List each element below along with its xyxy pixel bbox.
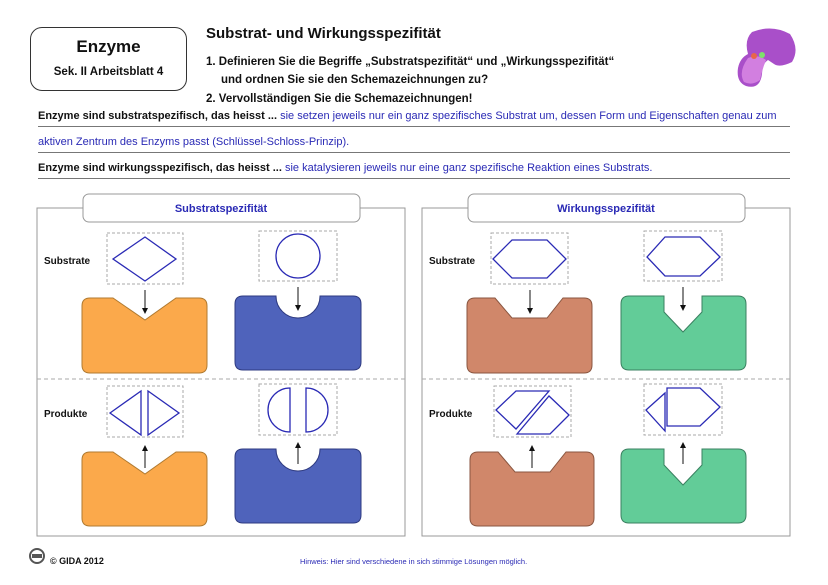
- q1-answer-cont: aktiven Zentrum des Enzyms passt (Schlüs…: [38, 136, 350, 148]
- q2-prompt: Enzyme sind wirkungsspezifisch, das heis…: [38, 162, 282, 174]
- page-title: Substrat- und Wirkungsspezifität: [206, 25, 441, 42]
- panel-title-box: [82, 193, 361, 223]
- substrate-hexagon: [646, 236, 721, 277]
- product-triangle-pentagon: [645, 387, 721, 433]
- answer-line-2: aktiven Zentrum des Enzyms passt (Schlüs…: [38, 136, 790, 153]
- product-parallelograms: [495, 390, 570, 435]
- q1-prompt: Enzyme sind substratspezifisch, das heis…: [38, 110, 278, 122]
- panel-title: Substratspezifität: [175, 203, 268, 215]
- enzyme-blue-product: [234, 448, 362, 524]
- substrate-diamond: [111, 236, 178, 282]
- substrate-hexagon: [492, 239, 567, 279]
- copyright: © GIDA 2012: [50, 556, 104, 566]
- worksheet-level: Sek. II Arbeitsblatt 4: [53, 66, 164, 78]
- label-substrate: Substrate: [44, 256, 91, 267]
- task-2: 2. Vervollständigen Sie die Schemazeichn…: [206, 93, 473, 105]
- panel-title: Wirkungsspezifität: [557, 203, 655, 215]
- product-triangles: [108, 389, 181, 437]
- task-1: 1. Definieren Sie die Begriffe „Substrat…: [206, 56, 615, 68]
- panel-substratspezifitaet: Substratspezifität Substrate Produkte: [36, 193, 406, 537]
- q2-answer: sie katalysieren jeweils nur eine ganz s…: [284, 162, 653, 174]
- enzyme-blue-substrate: [234, 295, 362, 371]
- subject-title: Enzyme: [76, 37, 141, 56]
- answer-line-3: Enzyme sind wirkungsspezifisch, das heis…: [38, 162, 790, 179]
- label-produkte: Produkte: [429, 409, 473, 420]
- worksheet-title-box: Enzyme Sek. II Arbeitsblatt 4: [30, 27, 187, 91]
- hint-text: Hinweis: Hier sind verschiedene in sich …: [300, 557, 528, 566]
- enzyme-orange-product: [81, 451, 208, 527]
- panel-title-box: [467, 193, 746, 223]
- enzyme-brown-product: [469, 451, 595, 527]
- panel-wirkungsspezifitaet: Wirkungsspezifität Substrate Produkte: [421, 193, 791, 537]
- answer-line-1: Enzyme sind substratspezifisch, das heis…: [38, 110, 790, 127]
- enzyme-brown-substrate: [466, 297, 593, 374]
- enzyme-green-substrate: [620, 295, 747, 371]
- enzyme-3d-image: [732, 24, 802, 94]
- enzyme-green-product: [620, 448, 747, 524]
- product-half-circles: [267, 387, 329, 433]
- q1-answer: sie setzen jeweils nur ein ganz spezifis…: [280, 110, 777, 122]
- enzyme-orange-substrate: [81, 297, 208, 374]
- task-1-cont: und ordnen Sie sie den Schemazeichnungen…: [221, 74, 489, 86]
- label-produkte: Produkte: [44, 409, 88, 420]
- gida-logo-icon: [29, 548, 45, 564]
- label-substrate: Substrate: [429, 256, 476, 267]
- substrate-circle: [275, 233, 321, 279]
